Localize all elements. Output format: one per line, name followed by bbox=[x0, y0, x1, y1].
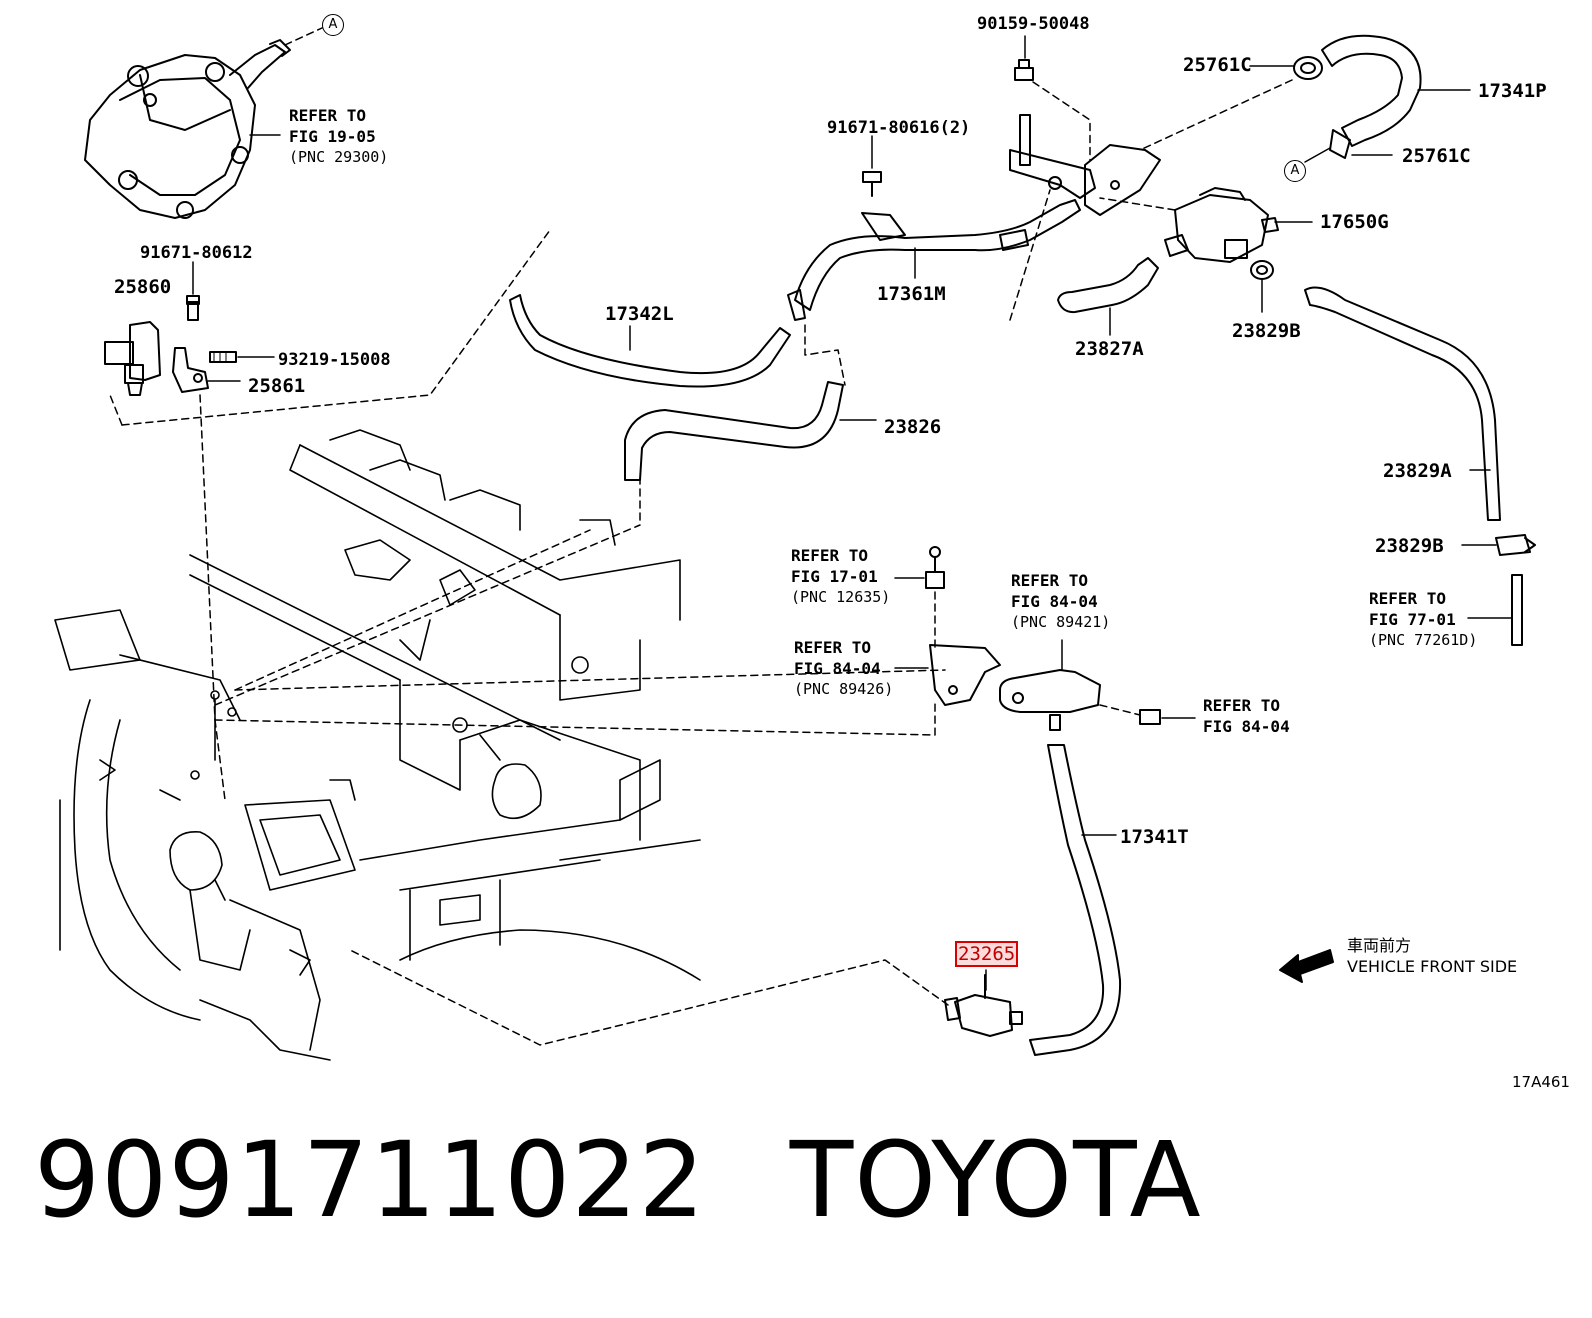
label-23265-wrap: 23265 bbox=[955, 941, 1019, 967]
ref-fig1905-line1: REFER TO bbox=[289, 106, 367, 125]
label-25860: 25860 bbox=[114, 276, 172, 298]
bolt-fig1701 bbox=[925, 546, 945, 589]
caption-part-number: 9091711022 bbox=[34, 1119, 706, 1241]
switch-23265-drawing bbox=[944, 974, 1023, 1037]
vehicle-front-arrow bbox=[1279, 949, 1334, 983]
clip-25761c-bottom bbox=[1329, 129, 1351, 159]
ref-fig8404a-line2: FIG 84-04 bbox=[1011, 592, 1098, 611]
ref-fig8404c-line1: REFER TO bbox=[1203, 696, 1281, 715]
ref-fig1905-line2: FIG 19-05 bbox=[289, 127, 376, 146]
ref-fig8404b-line2: FIG 84-04 bbox=[794, 659, 881, 678]
label-17342l: 17342L bbox=[605, 303, 674, 325]
ref-fig8404b: REFER TO FIG 84-04 (PNC 89426) bbox=[794, 637, 893, 700]
hose-17341p-drawing bbox=[1321, 34, 1422, 147]
parts-diagram bbox=[54, 27, 1536, 1061]
leader-pump-a bbox=[284, 27, 323, 46]
label-23826: 23826 bbox=[884, 416, 942, 438]
bracket-89426-drawing bbox=[929, 644, 1001, 706]
ref-fig1905-pnc: (PNC 29300) bbox=[289, 148, 389, 166]
leader-a-right bbox=[1304, 147, 1331, 163]
label-23265-highlighted[interactable]: 23265 bbox=[955, 941, 1019, 967]
dash-23265 bbox=[349, 949, 949, 1046]
clip-25761c-top bbox=[1293, 56, 1323, 80]
ref-fig1701-pnc: (PNC 12635) bbox=[791, 588, 891, 606]
ref-fig7701-line1: REFER TO bbox=[1369, 589, 1447, 608]
hose-23827a-drawing bbox=[1057, 257, 1159, 314]
bolt-fig8404c bbox=[1139, 709, 1161, 725]
ref-fig8404a-pnc: (PNC 89421) bbox=[1011, 613, 1111, 631]
label-23829b-top: 23829B bbox=[1232, 320, 1301, 342]
dash-17341p-bracket bbox=[1139, 79, 1293, 151]
ref-fig7701-pnc: (PNC 77261D) bbox=[1369, 631, 1478, 649]
bolt-90159 bbox=[1014, 59, 1034, 81]
label-91671-80612: 91671-80612 bbox=[140, 243, 253, 263]
label-91671-80616: 91671-80616(2) bbox=[827, 118, 971, 138]
ref-fig1701: REFER TO FIG 17-01 (PNC 12635) bbox=[791, 545, 890, 608]
ref-fig8404a-line1: REFER TO bbox=[1011, 571, 1089, 590]
label-93219-15008: 93219-15008 bbox=[278, 350, 391, 370]
dashed-callouts bbox=[109, 229, 946, 801]
vehicle-front-en: VEHICLE FRONT SIDE bbox=[1347, 957, 1518, 976]
label-23829b-bottom: 23829B bbox=[1375, 535, 1444, 557]
vehicle-front-note: 車両前方 VEHICLE FRONT SIDE bbox=[1347, 935, 1517, 977]
hose-23829a-drawing bbox=[1304, 286, 1501, 521]
bolt-91671-80616 bbox=[862, 171, 882, 197]
label-17650g: 17650G bbox=[1320, 211, 1389, 233]
vehicle-front-jp: 車両前方 bbox=[1347, 936, 1412, 955]
dash-90159-bracket bbox=[1032, 81, 1091, 161]
hose-17342l-drawing bbox=[509, 294, 791, 388]
label-17361m: 17361M bbox=[877, 283, 946, 305]
label-25761c-bottom: 25761C bbox=[1402, 145, 1471, 167]
dash-fig8404c bbox=[1099, 704, 1141, 716]
ref-fig7701: REFER TO FIG 77-01 (PNC 77261D) bbox=[1369, 588, 1477, 651]
ref-fig8404a: REFER TO FIG 84-04 (PNC 89421) bbox=[1011, 570, 1110, 633]
clamp-23829b-top bbox=[1250, 260, 1274, 280]
ref-fig8404c-line2: FIG 84-04 bbox=[1203, 717, 1290, 736]
hose-23826-drawing bbox=[624, 381, 844, 481]
label-17341t: 17341T bbox=[1120, 826, 1189, 848]
ref-fig1701-line1: REFER TO bbox=[791, 546, 869, 565]
label-25861: 25861 bbox=[248, 375, 306, 397]
hose-17341t-drawing bbox=[1029, 744, 1122, 1056]
dash-23827a bbox=[1009, 189, 1051, 321]
ref-fig7701-line2: FIG 77-01 bbox=[1369, 610, 1456, 629]
engine-block-drawing bbox=[54, 429, 701, 1061]
marker-a-top: A bbox=[322, 14, 344, 36]
pipe-17361m-drawing bbox=[787, 114, 1161, 321]
ref-fig8404b-line1: REFER TO bbox=[794, 638, 872, 657]
label-17341p: 17341P bbox=[1478, 80, 1547, 102]
marker-a-right: A bbox=[1284, 160, 1306, 182]
ref-fig1701-line2: FIG 17-01 bbox=[791, 567, 878, 586]
ref-fig8404c: REFER TO FIG 84-04 bbox=[1203, 695, 1290, 737]
caption-brand: TOYOTA bbox=[789, 1119, 1202, 1241]
label-90159-50048: 90159-50048 bbox=[977, 14, 1090, 34]
sensor-89421-drawing bbox=[999, 669, 1101, 731]
pipe-fig7701-drawing bbox=[1511, 574, 1523, 646]
vsv-17650g-drawing bbox=[1164, 187, 1279, 263]
ref-fig8404b-pnc: (PNC 89426) bbox=[794, 680, 894, 698]
label-23827a: 23827A bbox=[1075, 338, 1144, 360]
diagram-code: 17A461 bbox=[1512, 1073, 1570, 1091]
clamp-23829b-bottom bbox=[1495, 534, 1536, 556]
ref-fig1905: REFER TO FIG 19-05 (PNC 29300) bbox=[289, 105, 388, 168]
dash-17650g bbox=[1099, 197, 1176, 211]
label-23829a: 23829A bbox=[1383, 460, 1452, 482]
vsv-25860-drawing bbox=[104, 295, 237, 396]
vacuum-pump-drawing bbox=[84, 39, 291, 219]
label-25761c-top: 25761C bbox=[1183, 54, 1252, 76]
